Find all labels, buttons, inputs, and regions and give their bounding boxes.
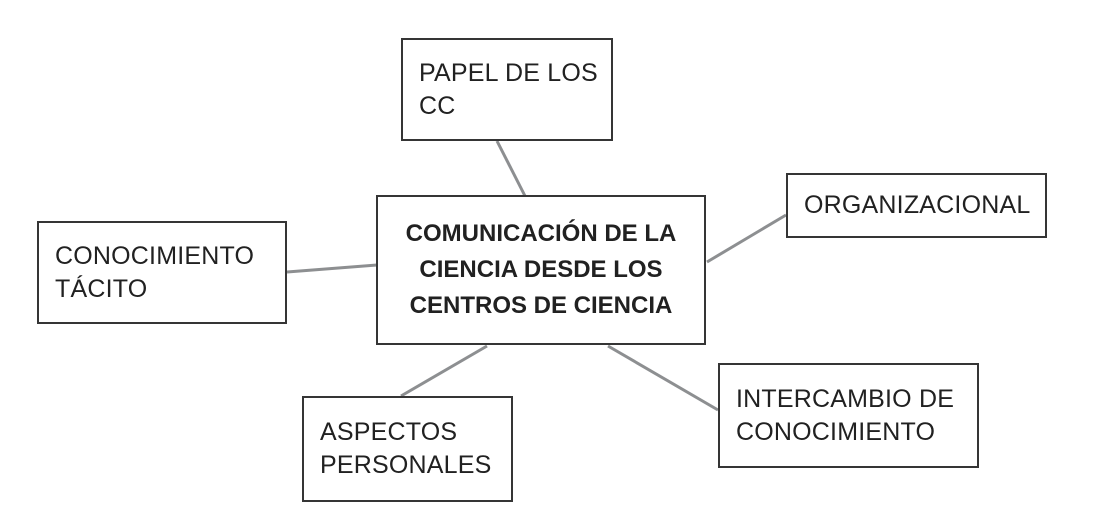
node-papel-de-los-cc: PAPEL DE LOS CC bbox=[401, 38, 613, 141]
node-label: ORGANIZACIONAL bbox=[804, 191, 1031, 219]
node-conocimiento-tacito: CONOCIMIENTO TÁCITO bbox=[37, 221, 287, 324]
connector-central-intercambio bbox=[607, 344, 719, 412]
node-intercambio-de-conocimiento: INTERCAMBIO DE CONOCIMIENTO bbox=[718, 363, 979, 468]
node-label: CONOCIMIENTO bbox=[736, 417, 936, 446]
connector-central-conocimiento bbox=[286, 263, 378, 274]
node-label: PERSONALES bbox=[320, 451, 492, 479]
node-label: CC bbox=[419, 91, 456, 120]
connector-central-aspectos bbox=[400, 344, 488, 398]
node-label: INTERCAMBIO DE bbox=[736, 384, 955, 413]
node-aspectos-personales: ASPECTOS PERSONALES bbox=[302, 396, 513, 502]
node-label: CONOCIMIENTO bbox=[55, 241, 255, 270]
connector-central-organizacional bbox=[706, 213, 787, 264]
node-label: CIENCIA DESDE LOS bbox=[419, 256, 663, 283]
node-label: TÁCITO bbox=[55, 274, 148, 303]
node-organizacional: ORGANIZACIONAL bbox=[786, 173, 1047, 238]
node-label: PAPEL DE LOS bbox=[419, 58, 598, 87]
node-label: ASPECTOS bbox=[320, 418, 458, 446]
node-label: CENTROS DE CIENCIA bbox=[409, 292, 673, 319]
connector-central-papel bbox=[495, 140, 527, 197]
node-comunicacion-de-la-ciencia: COMUNICACIÓN DE LA CIENCIA DESDE LOS CEN… bbox=[376, 195, 706, 345]
node-label: COMUNICACIÓN DE LA bbox=[405, 220, 677, 247]
